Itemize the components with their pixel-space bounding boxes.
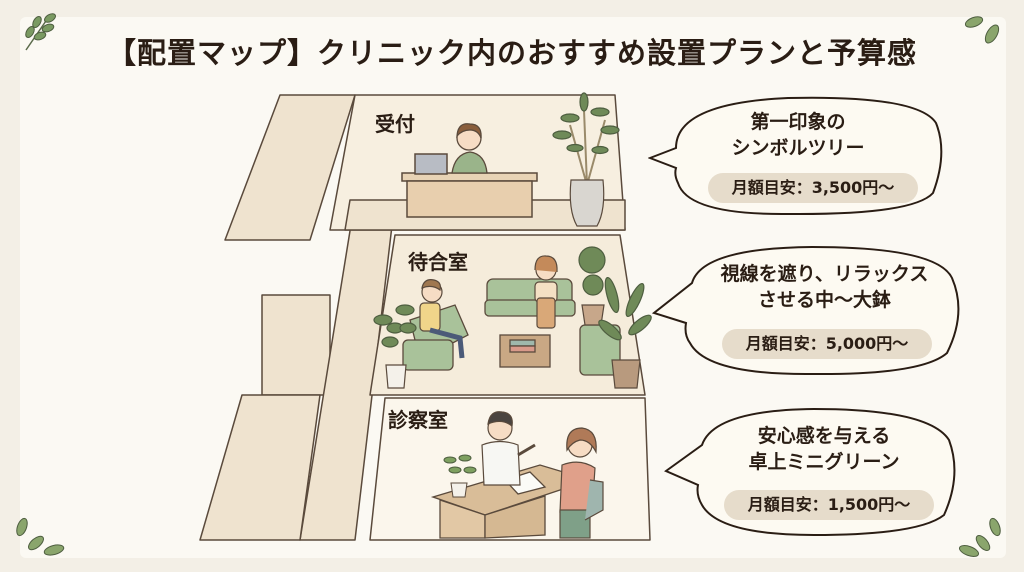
bubble-line-2: させる中〜大鉢	[757, 289, 891, 311]
bubble-line-1: 第一印象の	[750, 111, 846, 133]
room-label-reception: 受付	[375, 112, 415, 136]
coffee-table	[499, 334, 551, 368]
waiting-plant-left	[373, 304, 417, 389]
price-pill: 月額目安：3,500円〜	[708, 173, 918, 203]
bubble-line-1: 視線を遮り、リラックス	[720, 263, 929, 285]
reception-tall-plant	[552, 92, 620, 227]
receptionist-figure	[451, 123, 488, 174]
page-title: 【配置マップ】クリニック内のおすすめ設置プランと予算感	[106, 36, 917, 70]
left-wall-block	[261, 294, 331, 396]
reception-desk	[401, 153, 538, 218]
price-pill: 月額目安：1,500円〜	[724, 490, 934, 520]
patient-figure	[559, 427, 604, 539]
leaf-trio-icon-bottom-right	[958, 517, 1001, 557]
price-pill: 月額目安：5,000円〜	[722, 329, 932, 359]
waiting-plant-mid	[578, 246, 606, 326]
lower-left-wall	[199, 394, 321, 541]
room-label-waiting: 待合室	[408, 250, 468, 274]
doctor-figure	[481, 411, 536, 486]
waiting-woman-figure	[534, 255, 558, 329]
leaf-sprig-icon-top-left	[25, 13, 56, 51]
callout-bubble-reception: 第一印象の シンボルツリー 月額目安：3,500円〜	[648, 93, 943, 216]
waiting-man-figure	[419, 279, 465, 359]
callout-bubble-waiting: 視線を遮り、リラックス させる中〜大鉢 月額目安：5,000円〜	[652, 243, 960, 376]
leaf-trio-icon-bottom-left	[16, 517, 65, 556]
bubble-line-2: シンボルツリー	[731, 137, 865, 159]
callout-bubble-exam: 安心感を与える 卓上ミニグリーン 月額目安：1,500円〜	[664, 405, 956, 537]
desk-mini-plant	[443, 454, 477, 498]
bubble-line-1: 安心感を与える	[757, 425, 891, 447]
upper-left-wall	[224, 94, 356, 241]
room-label-exam: 診察室	[388, 408, 448, 432]
waiting-plant-right	[598, 276, 652, 389]
leaf-pair-icon-top-right	[964, 16, 1000, 44]
bubble-line-2: 卓上ミニグリーン	[748, 451, 900, 473]
